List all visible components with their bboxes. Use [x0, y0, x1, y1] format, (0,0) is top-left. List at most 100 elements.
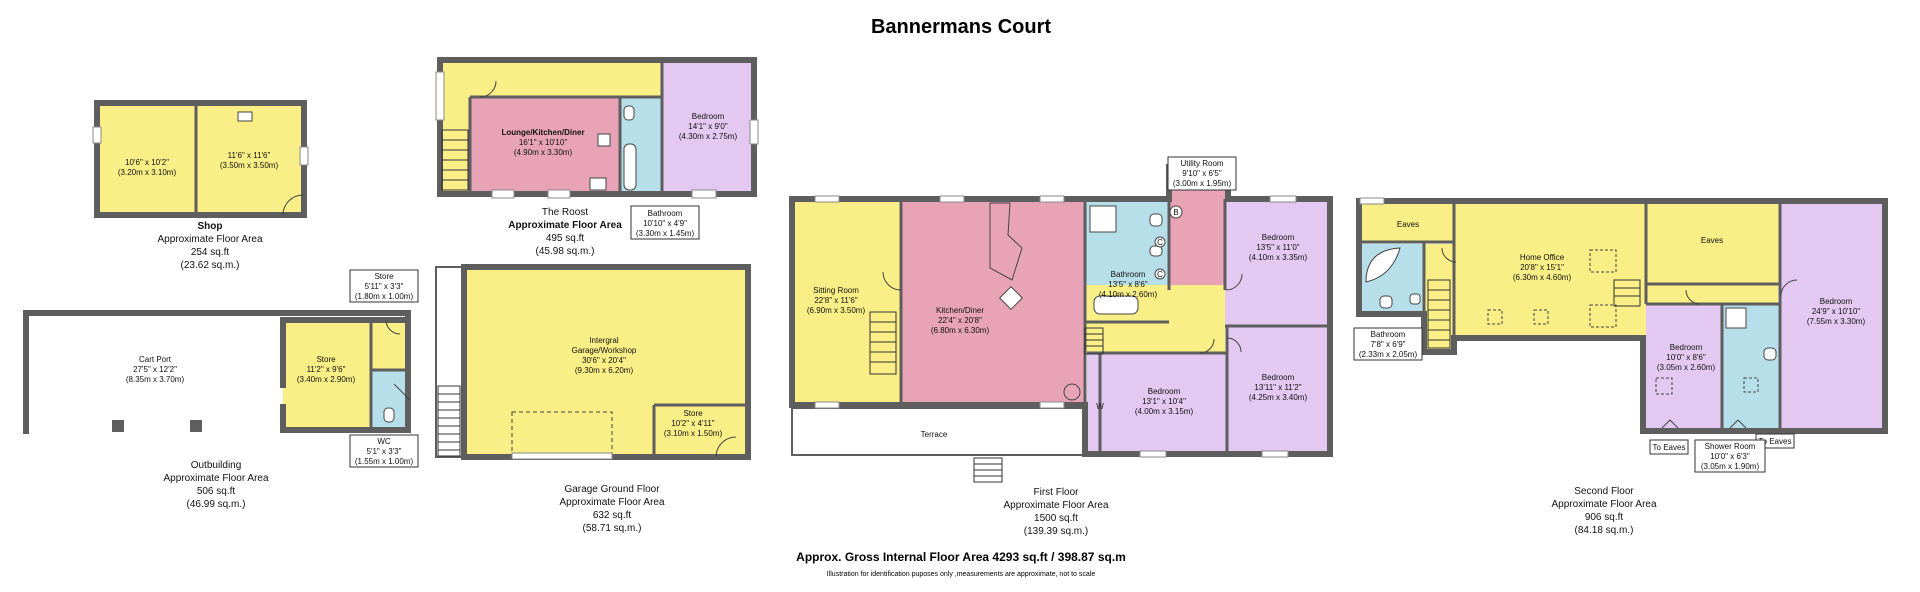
shop-name: Shop	[198, 221, 223, 232]
cartport-name: Cart Port	[139, 355, 172, 364]
kitchen-dims: 22'4" x 20'8"	[938, 316, 982, 325]
roost-sqm: (45.98 sq.m.)	[536, 246, 595, 257]
bed3-name: Bedroom	[1262, 373, 1295, 382]
bed1-floor	[1225, 202, 1327, 326]
shop-window	[92, 126, 102, 144]
sitting-room-floor	[795, 202, 901, 405]
bed-large-name: Bedroom	[1820, 297, 1853, 306]
first-floor-name: First Floor	[1034, 487, 1080, 498]
bed3-door-swing	[1226, 337, 1242, 353]
second-window	[1359, 197, 1385, 205]
roost-name: The Roost	[542, 207, 588, 218]
outbuilding-small-store-floor	[371, 320, 408, 370]
cupboard-marker	[1154, 268, 1166, 280]
wc-dims-m: (1.55m x 1.00m)	[355, 457, 414, 466]
garage-door	[511, 452, 613, 460]
small-store-name: Store	[374, 272, 394, 281]
shop-area-caption: Approximate Floor Area	[157, 234, 262, 245]
cartport-dims-m: (8.35m x 3.70m)	[126, 375, 185, 384]
bed-small-dims-m: (3.05m x 2.60m)	[1657, 363, 1716, 372]
second-bathroom-dims-m: (2.33m x 2.05m)	[1359, 350, 1418, 359]
velux-window	[1589, 249, 1617, 273]
roost-plan: Lounge/Kitchen/Diner 16'1" x 10'10" (4.9…	[435, 57, 759, 240]
landing-stairs	[1084, 327, 1104, 355]
first-floor-area-label: First Floor Approximate Floor Area 1500 …	[1003, 487, 1108, 537]
bed-small-dims: 10'0" x 8'6"	[1666, 353, 1706, 362]
wc-dims: 5'1" x 3'3"	[367, 447, 402, 456]
bed1-name: Bedroom	[1262, 233, 1295, 242]
second-floor-sqm: (84.18 sq.m.)	[1575, 525, 1634, 536]
disclaimer-note: Illustration for identification puposes …	[827, 571, 1096, 578]
roost-bathroom-label-box	[630, 205, 700, 240]
shop-sqft: 254 sq.ft	[191, 247, 230, 258]
to-eaves-box-1	[1649, 439, 1689, 455]
first-window	[1269, 195, 1297, 203]
sink-icon	[1149, 245, 1163, 257]
office-dims-m: (6.30m x 4.60m)	[1513, 273, 1572, 282]
office-name: Home Office	[1520, 253, 1565, 262]
velux-window	[1655, 377, 1673, 395]
velux-window	[1487, 309, 1503, 325]
velux-window	[1743, 377, 1759, 393]
outbuilding-store-name: Store	[316, 355, 336, 364]
outbuilding-store-walls	[280, 317, 411, 433]
shop-door-swing	[282, 194, 304, 216]
first-floor-stairs	[869, 311, 897, 375]
wc-name: WC	[377, 437, 391, 446]
bed1-dims-m: (4.10m x 3.35m)	[1249, 253, 1308, 262]
bed3-dims: 13'11" x 11'2"	[1254, 383, 1301, 392]
hob-icon	[998, 285, 1024, 311]
bed1-door-swing	[1225, 273, 1243, 291]
bed2-door-swing	[1199, 338, 1215, 354]
second-floor-plan: Eaves Eaves Home Office 20'8" x 15'1" (6…	[1353, 197, 1888, 473]
garage-area-caption: Approximate Floor Area	[559, 497, 664, 508]
outbuilding-sqm: (46.99 sq.m.)	[187, 499, 246, 510]
garage-area-label: Garage Ground Floor Approximate Floor Ar…	[559, 484, 664, 534]
second-bathroom-dims: 7'8" x 6'9"	[1371, 340, 1406, 349]
garage-store-door-swing	[715, 436, 737, 458]
boiler-mark: B	[1173, 208, 1178, 217]
garage-workshop-name2: Garage/Workshop	[572, 346, 637, 355]
shower-tray-icon	[1089, 205, 1117, 233]
wardrobe-mark: W	[1096, 402, 1104, 411]
utility-name: Utility Room	[1180, 159, 1223, 168]
oven-icon	[589, 177, 607, 191]
first-window	[1039, 401, 1065, 409]
outbuilding-store-dims-m: (3.40m x 2.90m)	[297, 375, 356, 384]
cartport-post	[190, 420, 202, 432]
bed3-floor	[1227, 326, 1327, 451]
bath-icon	[1093, 295, 1139, 315]
outbuilding-area-label: Outbuilding Approximate Floor Area 506 s…	[163, 460, 268, 510]
cartport-dims: 27'5" x 12'2"	[133, 365, 177, 374]
sink-icon	[1409, 293, 1421, 305]
small-store-dims-m: (1.80m x 1.00m)	[355, 292, 414, 301]
outbuilding-plan: Cart Port 27'5" x 12'2" (8.35m x 3.70m) …	[23, 269, 419, 468]
garage-floor	[464, 267, 748, 457]
shop-room1-dims: 10'6" x 10'2"	[125, 158, 169, 167]
cupboard-mark: C	[1157, 270, 1163, 279]
bath-icon	[623, 143, 637, 191]
outbuilding-name: Outbuilding	[191, 460, 242, 471]
kitchen-island	[989, 202, 1023, 281]
garage-workshop-name1: Intergral	[589, 336, 619, 345]
roost-window	[491, 189, 515, 199]
first-bathroom-name: Bathroom	[1111, 270, 1146, 279]
corner-bath-icon	[1365, 247, 1401, 283]
outbuilding-store-floor	[283, 320, 371, 430]
second-floor-area-caption: Approximate Floor Area	[1551, 499, 1656, 510]
bed-small-name: Bedroom	[1670, 343, 1703, 352]
second-floor-stairs	[1427, 279, 1451, 349]
gross-area: Approx. Gross Internal Floor Area 4293 s…	[796, 550, 1126, 564]
first-floor-area-caption: Approximate Floor Area	[1003, 500, 1108, 511]
roost-bedroom-name: Bedroom	[692, 112, 725, 121]
shop-plan: 10'6" x 10'2" (3.20m x 3.10m) 11'6" x 11…	[92, 100, 309, 218]
sitting-room-dims-m: (6.90m x 3.50m)	[807, 306, 866, 315]
eaves-access-hatch	[1661, 419, 1679, 429]
garage-name: Garage Ground Floor	[564, 484, 660, 495]
sitting-room-dims: 22'8" x 11'6"	[814, 296, 857, 305]
shop-area-label: Shop Approximate Floor Area 254 sq.ft (2…	[157, 221, 262, 271]
office-ladder	[1613, 279, 1641, 307]
stove-icon	[1063, 383, 1081, 401]
garage-external-stairs	[437, 385, 461, 457]
shop-room2-dims-m: (3.50m x 3.50m)	[220, 161, 279, 170]
